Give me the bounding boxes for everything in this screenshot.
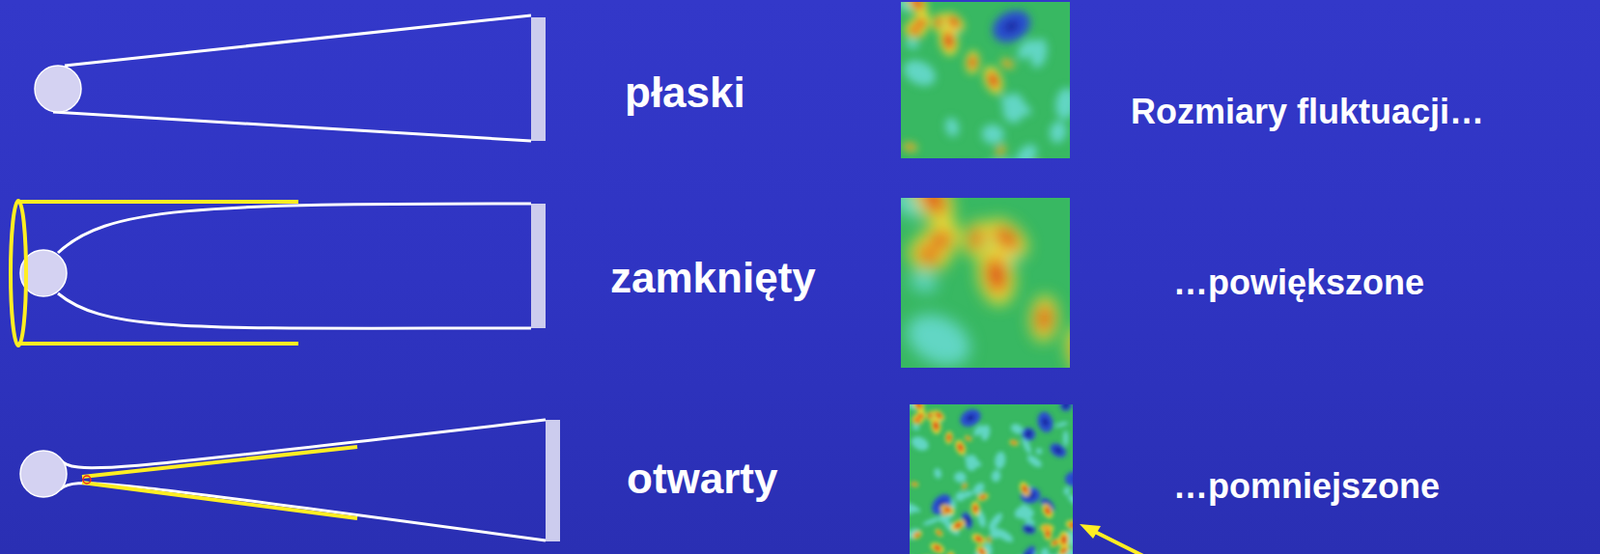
geometry-label: płaski — [624, 69, 746, 116]
fluctuation-map-reduced — [909, 404, 1073, 554]
fluctuation-map-enlarged — [900, 197, 1070, 368]
geometry-label: otwarty — [626, 455, 778, 503]
heading-label: Rozmiary fluktuacji… — [1130, 92, 1485, 132]
fluctuation-map — [900, 1, 1070, 159]
result-label: …pomniejszone — [1173, 467, 1440, 506]
geometry-label: zamknięty — [610, 254, 816, 302]
pointer-arrow — [1079, 524, 1144, 554]
closed-geometry — [10, 200, 546, 346]
flat-geometry — [34, 15, 546, 141]
result-label: …powiększone — [1173, 263, 1425, 303]
open-geometry — [20, 420, 561, 542]
